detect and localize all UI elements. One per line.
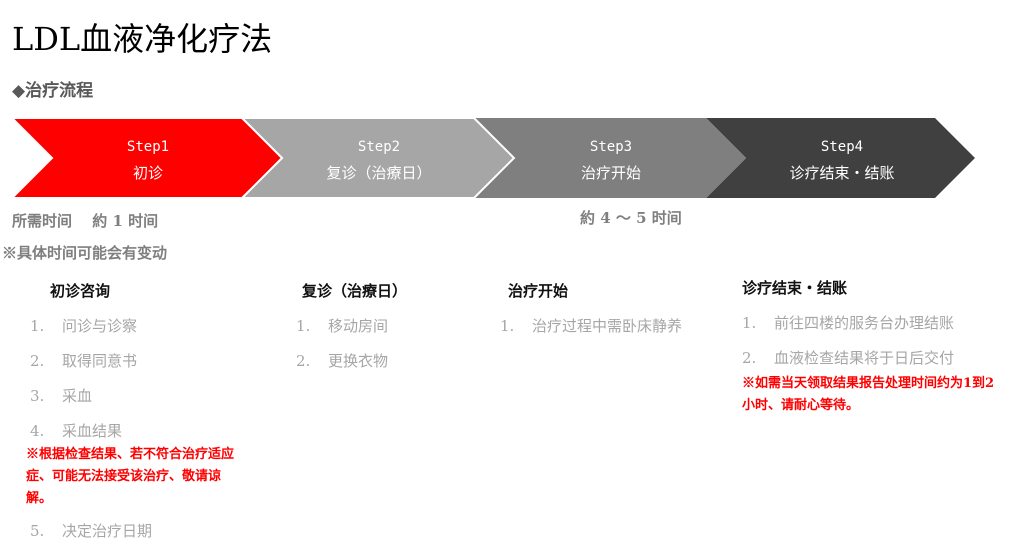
- list-item: 4.采血结果: [30, 422, 123, 440]
- column-heading: 初诊咨询: [50, 282, 111, 300]
- step-label: 初诊: [132, 164, 163, 182]
- chevron-step1: [9, 117, 284, 199]
- time-required-step1: 所需时间 約 1 时间: [12, 212, 159, 230]
- time-note: ※具体时间可能会有变动: [2, 244, 168, 262]
- list-item: 5.决定治疗日期: [30, 522, 153, 540]
- warning-note: ※如需当天领取结果报告处理时间约为1到2小时、请耐心等待。: [742, 376, 995, 413]
- chevron-step4: [706, 118, 975, 198]
- step-number: Step1: [126, 139, 170, 155]
- step-label: 复诊（治療日）: [326, 164, 432, 182]
- process-chevrons: [9, 117, 975, 199]
- step-label: 诊疗结束・结账: [789, 164, 895, 182]
- column-treatment-start: 治疗开始 1.治疗过程中需卧床静养: [500, 280, 682, 350]
- step-3: Step3 治疗开始: [496, 134, 726, 186]
- list-item: 2.更换衣物: [296, 352, 389, 370]
- step-number: Step3: [589, 139, 633, 155]
- list-item: 1.问诊与诊察: [30, 317, 138, 335]
- step-number: Step2: [357, 139, 401, 155]
- step-2: Step2 复诊（治療日）: [264, 134, 494, 186]
- time-required-step2-4: 約 4 ～ 5 时间: [580, 209, 682, 227]
- section-subtitle: ◆治疗流程: [12, 81, 94, 101]
- step-number: Step4: [820, 139, 864, 155]
- page-title: LDL血液净化疗法: [12, 20, 273, 58]
- column-heading: 治疗开始: [508, 282, 569, 300]
- column-checkout: 诊疗结束・结账 1.前往四楼的服务台办理结账 2.血液检查结果将于日后交付 ※如…: [742, 277, 1002, 417]
- step-4: Step4 诊疗结束・结账: [727, 134, 957, 186]
- step-label: 治疗开始: [580, 164, 641, 182]
- list-item: 1.前往四楼的服务台办理结账: [742, 314, 955, 332]
- list-item: 3.采血: [30, 387, 93, 405]
- column-revisit: 复诊（治療日） 1.移动房间 2.更换衣物: [296, 280, 407, 385]
- list-item: 2.血液检查结果将于日后交付: [742, 349, 955, 367]
- warning-note: ※根据检查结果、若不符合治疗适应症、可能无法接受该治疗、敬请谅解。: [26, 447, 235, 506]
- list-item: 1.治疗过程中需卧床静养: [500, 317, 683, 335]
- column-initial-consultation: 初诊咨询 1.问诊与诊察 2.取得同意书 3.采血 4.采血结果 ※根据检查结果…: [26, 280, 245, 555]
- column-heading: 诊疗结束・结账: [742, 279, 848, 297]
- chevron-step3: [474, 118, 746, 198]
- step-1: Step1 初诊: [33, 134, 263, 186]
- column-heading: 复诊（治療日）: [302, 282, 408, 300]
- list-item: 2.取得同意书: [30, 352, 138, 370]
- list-item: 1.移动房间: [296, 317, 389, 335]
